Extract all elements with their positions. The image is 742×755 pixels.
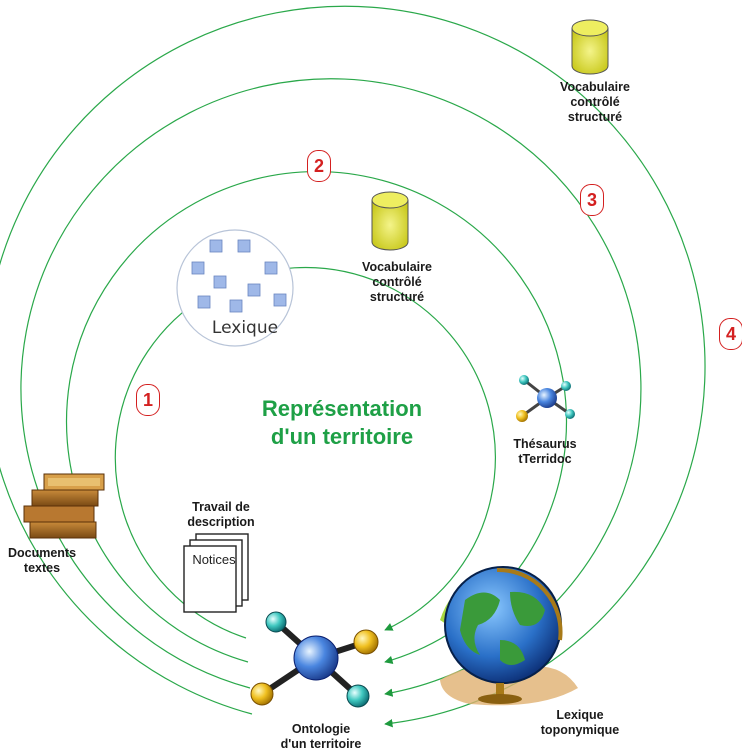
badge-2: 2 (307, 150, 331, 182)
ontologie-label: Ontologie d'un territoire (280, 722, 362, 751)
database-cylinder-icon (371, 191, 409, 251)
lexique-label: Lexique (211, 318, 279, 338)
books-icon (23, 473, 105, 539)
molecule-icon (516, 375, 575, 422)
notices-label: Notices (192, 552, 236, 567)
thesaurus-label: Thésaurus tTerridoc (513, 437, 577, 466)
center-title-line1: Représentation (261, 396, 423, 421)
documents-label: Documents textes (7, 546, 77, 575)
circle-1-arc (114, 266, 496, 639)
vocab-outer-label: Vocabulaire contrôlé structuré (560, 80, 630, 124)
badge-1: 1 (136, 384, 160, 416)
documents-stack-icon (183, 533, 249, 613)
badge-3: 3 (580, 184, 604, 216)
badge-4: 4 (719, 318, 742, 350)
database-cylinder-icon (571, 19, 609, 75)
globe-icon (440, 566, 578, 706)
molecule-icon (250, 611, 379, 708)
lexique-cloud-icon (176, 229, 294, 347)
center-title: Représentation d'un territoire (212, 395, 472, 451)
center-title-line2: d'un territoire (270, 424, 414, 449)
lexique-topo-label: Lexique toponymique (540, 708, 620, 737)
circle-4-arc (0, 5, 706, 728)
vocab-inner-label: Vocabulaire contrôlé structuré (362, 260, 432, 304)
travail-label: Travail de description (187, 500, 255, 529)
